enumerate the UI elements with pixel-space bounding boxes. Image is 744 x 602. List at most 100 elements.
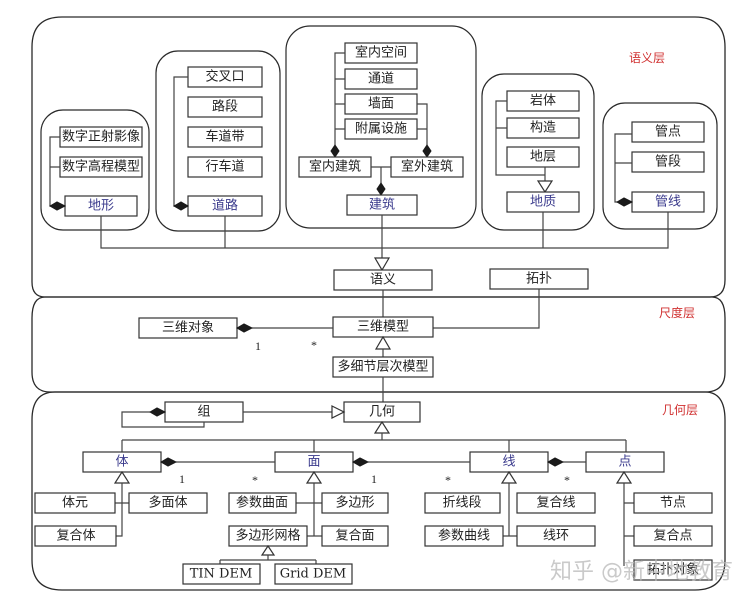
composition-diamond-icon [148,407,167,417]
semantics-label: 语义 [370,273,396,288]
inheritance-arrow-icon [373,257,391,272]
road-child-box[interactable] [187,96,263,118]
terrain-child-label: 数字正射影像 [62,129,140,145]
group-self-connector [121,411,205,428]
geology-child-label: 地层 [530,150,556,165]
pipeline-child-box[interactable] [631,121,705,143]
line-child-box[interactable] [516,492,596,514]
line-child-label: 参数曲线 [438,528,490,544]
road-child-box[interactable] [187,156,263,178]
geology-child-box[interactable] [506,146,580,168]
building-connector [371,166,391,183]
road-group-frame [155,50,281,232]
geometry-bus-connector [121,433,627,452]
inheritance-arrow-icon [260,544,276,556]
surface-child-box[interactable] [228,492,297,514]
road-child-label: 车道带 [205,129,244,145]
multiplicity-label: 1 [371,472,377,486]
pipeline-label: 管线 [655,195,681,210]
watermark-text: 知乎 @新中地教育 [550,560,733,585]
solid-children-connector [115,483,129,537]
surface-child-label: 多边形网格 [235,528,300,544]
solid-child-box[interactable] [34,492,116,514]
lod-label: 多细节层次模型 [337,359,428,375]
semantic-layer-label: 语义层 [629,51,665,65]
terrain-child-label: 数字高程模型 [62,159,140,175]
point-child-label: 复合点 [653,529,692,544]
multiplicity-label: 1 [179,472,185,486]
line-child-box[interactable] [424,492,501,514]
point-children-connector [623,483,634,566]
mesh-child-box[interactable] [274,563,353,585]
point-label: 点 [618,455,631,470]
scale-connector [382,289,540,329]
composition-diamond-icon [376,182,386,196]
building-part-label: 附属设施 [355,122,407,137]
point-child-box[interactable] [633,492,713,514]
multiplicity-label: * [252,473,258,487]
mesh-children-connector [219,555,317,564]
geometry-layer-label: 几何层 [662,403,698,417]
surface-child-box[interactable] [321,492,389,514]
building-part-label: 室内空间 [355,45,407,61]
line-child-box[interactable] [516,525,596,547]
semantic-bus-connector [100,212,669,258]
building-label: 建筑 [369,197,395,213]
road-child-box[interactable] [187,126,263,148]
point-child-box[interactable] [633,525,713,547]
line-child-label: 复合线 [536,496,575,511]
pipeline-group-frame [602,102,718,230]
indoor-connector [334,52,345,145]
point-child-label: 拓扑对象 [647,563,699,578]
mesh-child-box[interactable] [182,563,261,585]
multiplicity-label: * [445,473,451,487]
pipeline-connector [614,133,632,203]
multiplicity-one: 1 [255,339,261,353]
pipeline-child-label: 管段 [655,155,681,170]
geology-child-label: 构造 [530,121,556,136]
inheritance-arrow-icon [331,405,346,419]
outdoor-building-label: 室外建筑 [401,159,453,175]
line-children-connector [503,483,517,537]
building-part-label: 墙面 [368,97,394,112]
point-child-box[interactable] [633,559,713,581]
object3d-label: 三维对象 [162,321,214,336]
surface-child-label: 复合面 [335,529,374,544]
mesh-child-label: Grid DEM [280,567,346,582]
inheritance-arrow-icon [536,180,554,194]
outdoor-connector [417,103,428,145]
inheritance-arrow-icon [373,420,391,434]
line-label: 线 [502,455,515,470]
inheritance-arrow-icon [305,470,323,484]
composition-diamond-icon [422,144,432,158]
surface-child-box[interactable] [321,525,389,547]
solid-child-label: 体元 [62,496,88,511]
composition-diamond-icon [546,457,565,467]
road-child-label: 交叉口 [205,69,244,85]
line-child-box[interactable] [424,525,504,547]
road-connector [173,76,188,207]
model3d-label: 三维模型 [357,320,409,335]
pipeline-child-label: 管点 [655,125,681,140]
solid-child-box[interactable] [128,492,208,514]
pipeline-child-box[interactable] [631,151,705,173]
composition-diamond-icon [235,323,254,333]
surface-child-label: 参数曲面 [236,495,288,511]
geology-label: 地质 [530,195,556,210]
multiplicity-many: * [311,338,317,352]
composition-diamond-icon [159,457,178,467]
solid-label: 体 [115,455,128,470]
line-child-label: 折线段 [442,496,481,511]
mesh-child-label: TIN DEM [190,567,253,582]
geometry-label: 几何 [369,404,395,420]
surface-child-label: 多边形 [335,495,374,511]
composition-diamond-icon [615,197,634,207]
road-child-label: 路段 [212,99,238,115]
solid-child-box[interactable] [34,525,117,547]
line-child-label: 线环 [543,529,569,544]
building-part-label: 通道 [368,72,394,87]
geometry-layer-frame [31,391,726,591]
inheritance-arrow-icon [113,470,131,484]
terrain-connector [49,136,60,207]
terrain-group-frame [40,109,150,231]
